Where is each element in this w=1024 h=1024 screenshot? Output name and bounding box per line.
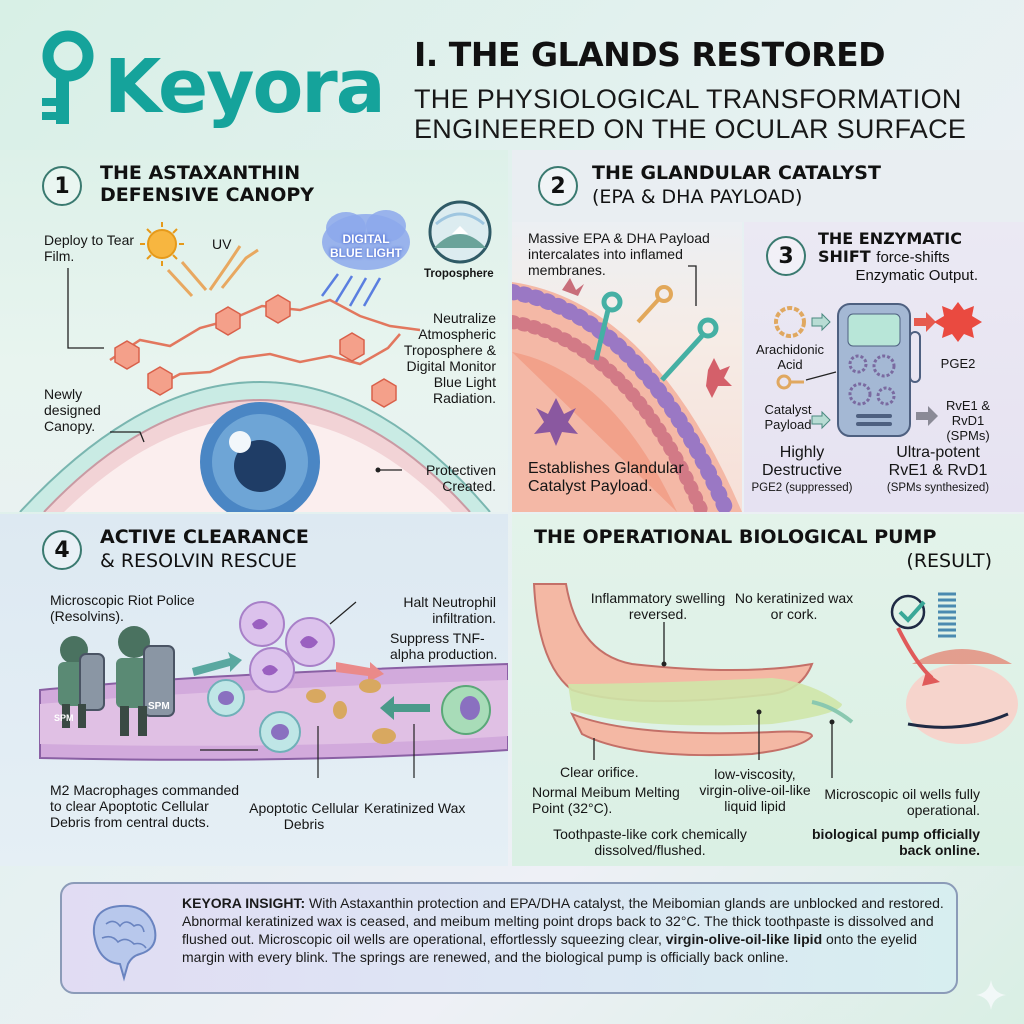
insight-bold-phrase: virgin-olive-oil-like lipid [665,931,823,947]
label-pge2: PGE2 [940,356,976,371]
label-neutralize: Neutralize Atmospheric Troposphere & Dig… [403,310,496,406]
riot-police-icon [58,636,105,728]
eyelid-icon [906,664,1018,744]
key-icon [593,291,719,382]
shield-label: SPM [148,701,170,712]
subtitle-line-2: ENGINEERED ON THE OCULAR SURFACE [414,114,967,144]
label-apoptotic-debris: Apoptotic Cellular Debris [249,800,359,832]
cell-icon [239,601,335,693]
keyora-insight-box: KEYORA INSIGHT: With Astaxanthin protect… [60,882,958,994]
label-rve1-rvd1: RvE1 & RvD1 (SPMs) [945,398,991,443]
label-ultra-potent: Ultra-potent RvE1 & RvD1 [888,444,988,479]
insight-text: KEYORA INSIGHT: With Astaxanthin protect… [182,895,944,965]
section-2-header: 2 THE GLANDULAR CATALYST (EPA & DHA PAYL… [512,150,1024,222]
logo-text: Keyora [104,44,386,130]
spring-icon [938,592,956,638]
label-digital-blue-light: DIGITAL BLUE LIGHT [330,232,402,260]
label-uv: UV [212,236,232,252]
keyora-logo: Keyora [38,28,386,138]
blue-light-arrows-icon [320,273,382,307]
section-5-panel: THE OPERATIONAL BIOLOGICAL PUMP (RESULT)… [512,514,1024,866]
label-keratinized-wax: Keratinized Wax [364,800,466,816]
key-icon [636,285,673,324]
label-pge2-suppressed: PGE2 (suppressed) [751,482,853,494]
section-number: 1 [42,166,82,206]
key-icon [42,30,94,124]
cloud-icon [322,210,410,270]
label-protective: Protectiven Created. [425,462,496,494]
label-spms-synthesized: (SPMs synthesized) [886,482,990,494]
label-halt-neutrophil: Halt Neutrophil infiltration. [403,594,496,626]
membrane-illustration [512,265,742,512]
arachidonic-acid-icon [774,306,806,338]
astaxanthin-molecule-icon [109,298,421,392]
shield-label: SPM [54,713,74,723]
machine-icon [837,303,921,437]
section-4-subtitle: & RESOLVIN RESCUE [100,550,297,572]
mountain-icon [428,200,492,264]
section-2-title: THE GLANDULAR CATALYST [592,162,881,184]
section-2-panel: Massive EPA & DHA Payload intercalates i… [512,222,742,512]
subtitle-line-1: THE PHYSIOLOGICAL TRANSFORMATION [414,84,962,114]
eyelash-icon [907,712,1009,729]
label-arachidonic-acid: Arachidonic Acid [756,342,824,372]
section-3-panel: 3 THE ENZYMATIC SHIFT force-shifts Enzym… [744,222,1024,512]
uv-arrows-icon [166,245,259,298]
label-epa-dha-payload: Massive EPA & DHA Payload intercalates i… [528,230,710,278]
clearance-illustration [39,601,508,778]
section-4-panel: 4 ACTIVE CLEARANCE & RESOLVIN RESCUE [0,514,508,866]
section-3-title: THE ENZYMATIC SHIFT force-shifts Enzymat… [818,229,978,285]
label-melting-point: Normal Meibum Melting Point (32°C). [532,784,680,816]
biological-pump-illustration [532,583,1018,778]
section-5-title: THE OPERATIONAL BIOLOGICAL PUMP [534,526,937,548]
page-title: I. THE GLANDS RESTORED [414,35,886,74]
sparkle-icon [976,980,1006,1010]
irritant-icon [562,278,584,296]
label-toothpaste: Toothpaste-like cork chemically dissolve… [553,826,747,858]
irritant-icon [534,398,578,446]
label-establishes: Establishes Glandular Catalyst Payload. [528,460,684,495]
pge2-icon [934,302,982,342]
label-oil-wells: Microscopic oil wells fully operational. [824,786,980,818]
brain-icon [92,904,157,982]
insight-label: KEYORA INSIGHT: [182,895,306,911]
label-newly-designed-canopy: Newly designed Canopy. [44,386,101,434]
check-icon [890,594,926,630]
section-2-subtitle: (EPA & DHA PAYLOAD) [592,186,803,208]
section-5-subtitle: (RESULT) [906,550,992,572]
label-no-wax: No keratinized wax or cork. [734,590,854,622]
section-number: 2 [538,166,578,206]
sun-icon [140,222,184,266]
label-catalyst-payload: Catalyst Payload [764,402,812,432]
label-riot-police: Microscopic Riot Police (Resolvins). [50,592,195,624]
enzymatic-shift-illustration [774,302,982,437]
keratinized-wax-icon [306,679,396,744]
key-icon [776,374,792,390]
molecule-rings [114,294,397,408]
label-deploy: Deploy to Tear Film. [44,232,135,264]
label-m2-macrophages: M2 Macrophages commanded to clear Apopto… [50,782,240,830]
page-subtitle: THE PHYSIOLOGICAL TRANSFORMATION ENGINEE… [414,84,966,144]
section-number: 4 [42,530,82,570]
label-low-viscosity: low-viscosity, virgin-olive-oil-like liq… [699,766,811,814]
label-troposphere: Troposphere [424,268,494,280]
irritant-icon [706,358,732,398]
canopy-illustration [19,200,492,512]
riot-police-icon [116,626,175,736]
section-1-panel: 1 THE ASTAXANTHIN DEFENSIVE CANOPY Deplo… [0,150,508,512]
section-number: 3 [766,236,806,276]
section-1-title: THE ASTAXANTHIN DEFENSIVE CANOPY [100,162,315,206]
label-suppress-tnf: Suppress TNF-alpha production. [390,630,498,662]
section-4-title: ACTIVE CLEARANCE [100,526,309,548]
label-inflammatory: Inflammatory swelling reversed. [590,590,726,622]
label-highly-destructive: Highly Destructive [761,444,843,479]
label-clear-orifice: Clear orifice. [560,764,639,780]
eye-icon [200,402,320,512]
label-pump-online: biological pump officially back online. [812,826,981,858]
